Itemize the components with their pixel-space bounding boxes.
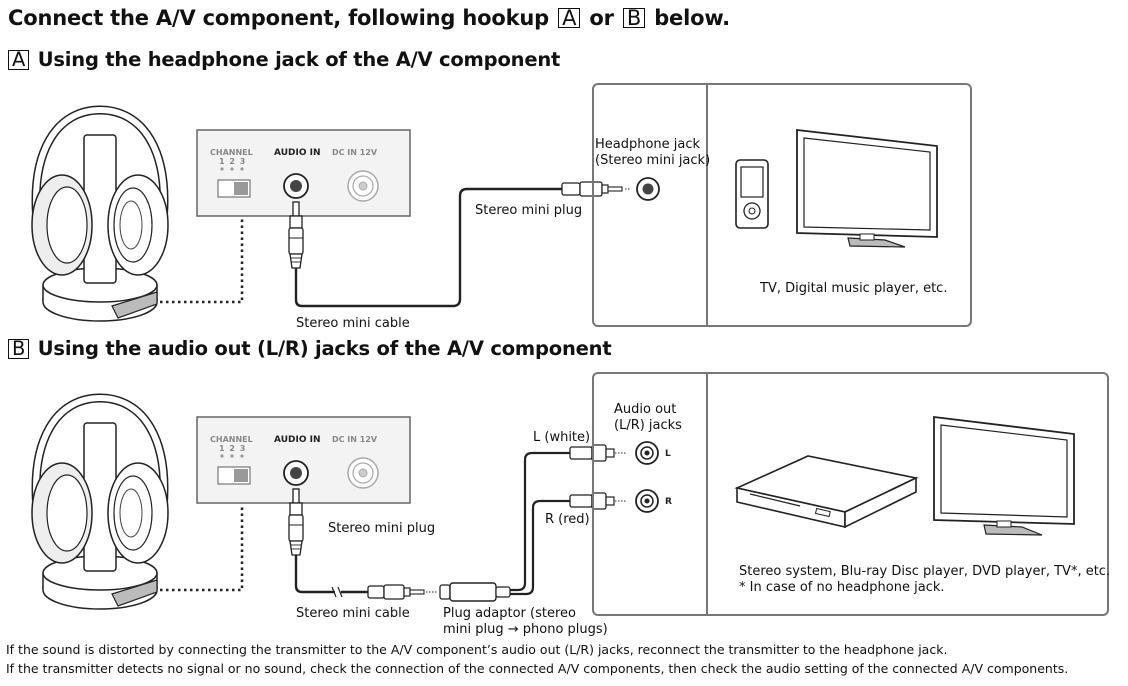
section-a-title-text: Using the headphone jack of the A/V comp… xyxy=(37,48,561,71)
disc-player-icon xyxy=(734,455,919,529)
adaptor-cable-right xyxy=(510,499,570,596)
note-distortion: If the sound is distorted by connecting … xyxy=(6,642,948,657)
title-letter-b: B xyxy=(622,8,646,29)
adaptor-label-line1: Plug adaptor (stereo xyxy=(443,606,576,621)
page-title: Connect the A/V component, following hoo… xyxy=(8,6,730,30)
section-a-headphone-jack xyxy=(636,177,660,201)
adaptor-label: Plug adaptor (stereo mini plug → phono p… xyxy=(443,606,608,638)
section-b-letter: B xyxy=(8,339,30,359)
section-b-cable-plug xyxy=(367,584,425,600)
section-a-av-component-box xyxy=(592,83,972,327)
section-b-jack-label-line2: (L/R) jacks xyxy=(614,418,682,433)
section-a-jack-label-line2: (Stereo mini jack) xyxy=(595,153,711,168)
section-b-devices-label: Stereo system, Blu-ray Disc player, DVD … xyxy=(739,564,1110,596)
section-a-audio-in-jack xyxy=(283,173,309,199)
jack-r-marker: R xyxy=(665,497,672,507)
phono-plug-left xyxy=(569,444,615,462)
section-b-channel-switch xyxy=(217,454,251,485)
tv-icon-a xyxy=(796,128,938,248)
section-b-wireless-link xyxy=(160,505,244,592)
audio-out-jack-right xyxy=(635,489,659,513)
section-b-channel-label: CHANNEL xyxy=(210,435,253,444)
section-b-plug-label: Stereo mini plug xyxy=(328,521,436,536)
section-b-devices-line1: Stereo system, Blu-ray Disc player, DVD … xyxy=(739,564,1111,579)
section-b-title: B Using the audio out (L/R) jacks of the… xyxy=(8,337,612,360)
section-a-dc-in-jack xyxy=(347,170,379,202)
section-a-cable-label: Stereo mini cable xyxy=(296,316,410,331)
left-channel-label: L (white) xyxy=(533,430,591,445)
section-b-jack-label: Audio out (L/R) jacks xyxy=(614,402,682,434)
section-a-plug-label: Stereo mini plug xyxy=(475,203,583,218)
section-a-wireless-link xyxy=(160,218,244,304)
adaptor-label-line2: mini plug → phono plugs) xyxy=(443,622,608,637)
section-b-audio-in-jack xyxy=(283,460,309,486)
section-b-av-component-box xyxy=(592,372,1109,616)
section-b-devices-line2: * In case of no headphone jack. xyxy=(739,580,945,595)
adaptor-cable-left xyxy=(510,451,570,592)
section-a-channel-switch xyxy=(217,167,251,198)
title-prefix: Connect the A/V component, following hoo… xyxy=(8,6,549,30)
section-b-jack-label-line1: Audio out xyxy=(614,402,677,417)
section-a-dc-in-label: DC IN 12V xyxy=(332,148,378,157)
section-a-jack-label-line1: Headphone jack xyxy=(595,137,701,152)
title-joiner: or xyxy=(589,6,614,30)
section-a-devices-label: TV, Digital music player, etc. xyxy=(760,281,948,296)
section-a-plug-component xyxy=(561,181,623,197)
section-b-title-text: Using the audio out (L/R) jacks of the A… xyxy=(37,337,612,360)
section-a-title: A Using the headphone jack of the A/V co… xyxy=(8,48,560,71)
title-letter-a: A xyxy=(558,8,581,29)
section-b-headphones xyxy=(32,398,168,609)
jack-l-marker: L xyxy=(665,449,671,459)
title-suffix: below. xyxy=(654,6,730,30)
note-no-signal: If the transmitter detects no signal or … xyxy=(6,661,1069,676)
section-a-cable xyxy=(294,187,562,308)
tv-icon-b xyxy=(933,415,1075,536)
section-a-jack-label: Headphone jack (Stereo mini jack) xyxy=(595,137,710,169)
section-a-transmitter-panel xyxy=(196,129,411,217)
right-channel-label: R (red) xyxy=(545,512,590,527)
section-b-dc-in-jack xyxy=(347,457,379,489)
audio-out-jack-left xyxy=(635,441,659,465)
section-b-cable-1 xyxy=(294,555,335,594)
plug-adaptor xyxy=(439,582,511,602)
section-a-letter: A xyxy=(8,50,30,70)
section-b-audio-in-label: AUDIO IN xyxy=(274,435,321,445)
section-a-channel-numbers: 1 2 3 xyxy=(219,157,247,166)
phono-plug-right xyxy=(569,492,615,510)
section-a-channel-label: CHANNEL xyxy=(210,148,253,157)
section-b-channel-numbers: 1 2 3 xyxy=(219,444,247,453)
section-a-headphones xyxy=(32,110,168,321)
section-b-dc-in-label: DC IN 12V xyxy=(332,435,378,444)
section-b-transmitter-panel xyxy=(196,416,411,504)
section-a-audio-in-label: AUDIO IN xyxy=(274,148,321,158)
music-player-icon xyxy=(735,159,769,229)
section-b-cable-label: Stereo mini cable xyxy=(296,606,410,621)
